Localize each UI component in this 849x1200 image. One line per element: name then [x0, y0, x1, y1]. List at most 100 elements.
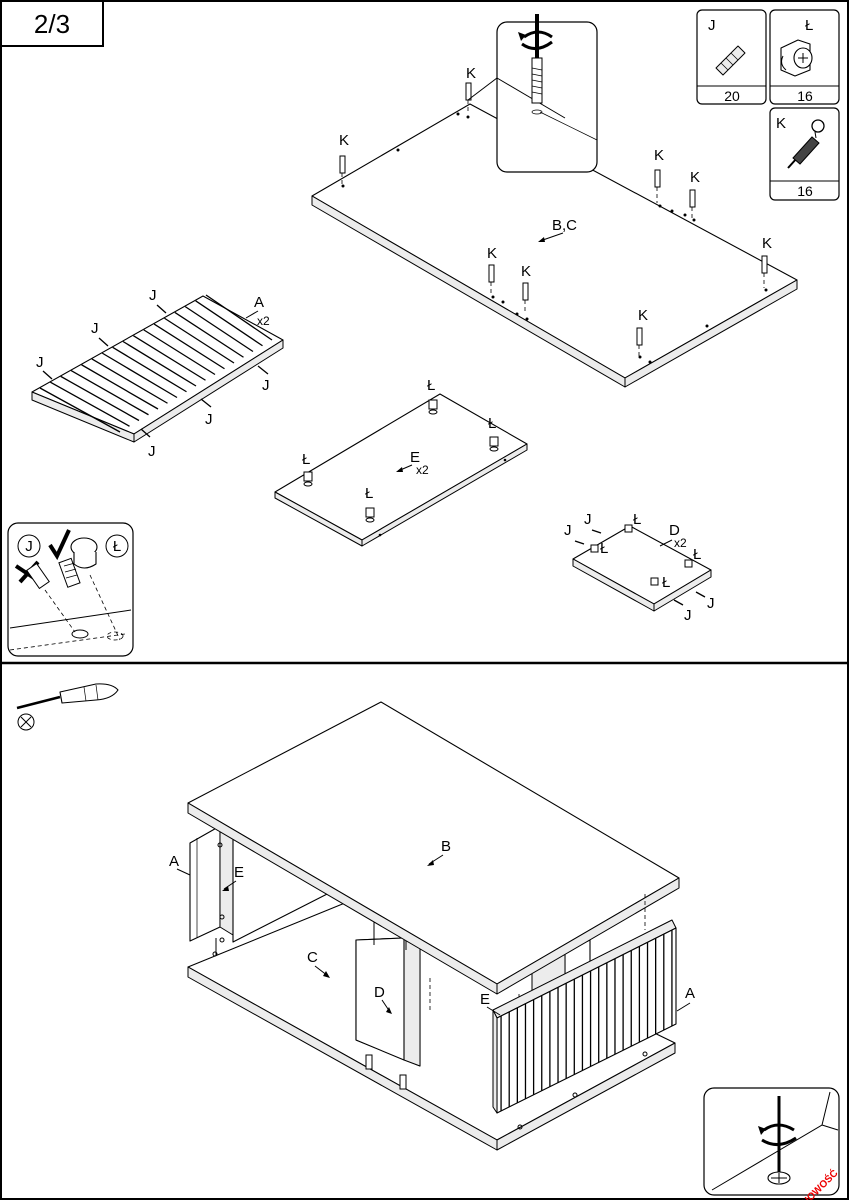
slat-groove — [122, 340, 197, 387]
label-e-x2: x2 — [416, 463, 429, 477]
label-a-right: A — [685, 985, 695, 1002]
part-l-qty: 16 — [797, 88, 813, 104]
assembly-panel-d: D — [355, 915, 421, 1090]
slat-groove — [112, 346, 187, 393]
label-b: B — [441, 838, 451, 855]
slat-groove — [174, 311, 244, 358]
slat-groove — [101, 352, 178, 399]
panel-e: E x2 — [274, 393, 528, 547]
part-k-card: K 16 — [769, 107, 840, 201]
panel-a: A x2 — [31, 294, 284, 443]
cam-tighten-inset — [703, 1087, 840, 1196]
bolt-k-4: K — [689, 169, 700, 218]
tool-screwdriver — [16, 683, 119, 731]
slat-groove — [81, 364, 159, 410]
svg-text:J: J — [149, 287, 157, 304]
step-indicator: 2/3 — [0, 0, 104, 47]
part-k-qty: 16 — [797, 183, 813, 199]
panel-bc: B,C — [311, 103, 798, 388]
label-bc: B,C — [552, 217, 577, 234]
part-l-card: Ł 16 — [769, 9, 840, 105]
label-a-x2: x2 — [257, 314, 270, 328]
bolt-k-8: K — [636, 307, 648, 357]
slat-groove — [164, 317, 235, 364]
svg-text:J: J — [584, 511, 592, 528]
dowel-cam-detail-inset: J Ł — [7, 522, 134, 657]
label-e-right: E — [480, 991, 490, 1008]
svg-text:Ł: Ł — [600, 540, 608, 557]
cam-bolts-k: K K K K K K K K — [339, 65, 772, 357]
part-k-letter: K — [776, 115, 786, 132]
svg-text:J: J — [262, 377, 270, 394]
label-a: A — [254, 294, 264, 311]
svg-text:J: J — [91, 320, 99, 337]
bolt-k-2: K — [339, 132, 349, 185]
bolt-k-7: K — [521, 263, 531, 313]
assembly-right-side-a: A E — [480, 919, 695, 1114]
dowels-j-panel-a: J J J J J J — [36, 287, 270, 460]
check-icon — [48, 529, 71, 561]
part-j-letter: J — [708, 17, 716, 34]
bolt-k-3: K — [654, 147, 664, 203]
slat-groove — [91, 358, 168, 404]
slat-groove — [153, 323, 225, 370]
part-j-card: J 20 — [696, 9, 767, 105]
svg-text:J: J — [205, 411, 213, 428]
slat-groove — [195, 300, 263, 347]
slat-groove — [143, 329, 216, 376]
svg-text:Ł: Ł — [427, 377, 435, 394]
svg-text:Ł: Ł — [633, 511, 641, 528]
svg-text:Ł: Ł — [488, 415, 496, 432]
svg-text:J: J — [707, 595, 715, 612]
fittings-panel-d: Ł Ł Ł Ł J J J J — [564, 511, 715, 624]
cam-lock-icon — [780, 39, 813, 77]
svg-text:J: J — [36, 354, 44, 371]
bolt-detail-inset — [467, 14, 598, 173]
label-d-x2: x2 — [674, 536, 687, 550]
slat-groove — [184, 306, 254, 353]
svg-text:K: K — [690, 169, 700, 186]
slat-groove — [60, 375, 140, 422]
svg-text:Ł: Ł — [693, 546, 701, 563]
step-number: 2/3 — [34, 9, 70, 39]
dowel-icon — [715, 45, 746, 76]
svg-text:J: J — [148, 443, 156, 460]
label-e: E — [410, 449, 420, 466]
assembly-left-side-a: A E — [169, 825, 336, 956]
slat-groove — [70, 369, 149, 416]
label-a-left: A — [169, 853, 179, 870]
detail-j-badge: J — [25, 538, 33, 555]
no-power-tool-icon — [17, 713, 35, 731]
label-d-mid: D — [374, 984, 385, 1001]
label-d: D — [669, 522, 680, 539]
slat-groove — [205, 294, 273, 341]
slat-groove — [39, 387, 121, 433]
label-e-left: E — [234, 864, 244, 881]
svg-text:K: K — [339, 132, 349, 149]
svg-text:Ł: Ł — [662, 574, 670, 591]
svg-text:K: K — [762, 235, 772, 252]
cam-locks-l-panel-e: Ł Ł Ł Ł — [302, 377, 499, 523]
label-c: C — [307, 949, 318, 966]
svg-text:Ł: Ł — [302, 451, 310, 468]
cam-bolt-icon — [787, 119, 825, 169]
svg-text:K: K — [654, 147, 664, 164]
svg-text:J: J — [684, 607, 692, 624]
svg-text:J: J — [564, 522, 572, 539]
svg-text:K: K — [638, 307, 648, 324]
part-l-letter: Ł — [805, 17, 813, 34]
detail-l-badge: Ł — [113, 538, 121, 555]
svg-text:K: K — [466, 65, 476, 82]
screwdriver-icon — [16, 683, 119, 710]
svg-text:Ł: Ł — [365, 485, 373, 502]
slat-groove — [50, 381, 130, 427]
assembly-right-slats — [500, 930, 673, 1111]
panel-d: D x2 — [572, 522, 712, 612]
slat-groove — [133, 335, 206, 381]
panel-a-slats — [39, 294, 273, 433]
svg-text:K: K — [487, 245, 497, 262]
bolt-k-6: K — [487, 245, 497, 296]
assembly-panel-b: B — [187, 701, 680, 1015]
